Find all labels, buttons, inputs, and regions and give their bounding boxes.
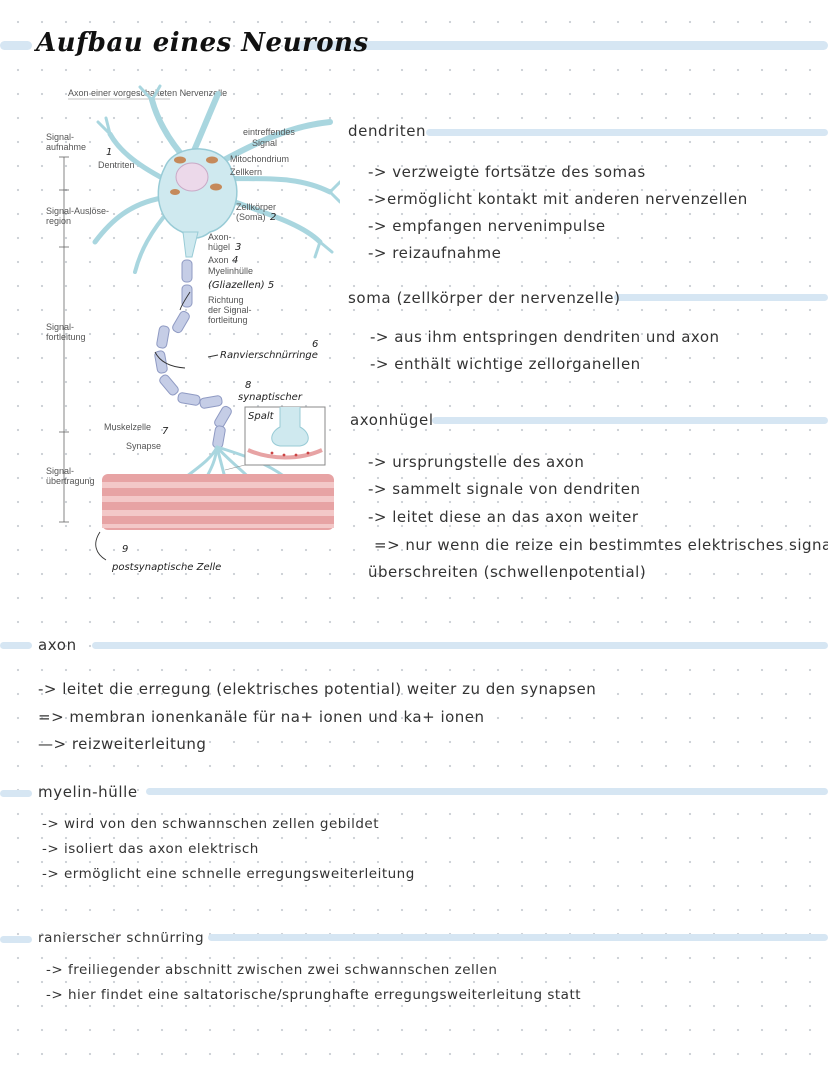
axonhuegel-line: -> leitet diese an das axon weiter: [368, 508, 639, 526]
label-mitochondrium: Mitochondrium: [230, 154, 289, 164]
label-axon-huegel-2: hügel: [208, 242, 230, 252]
hand-ranvier: Ranvierschnürringe: [220, 350, 318, 361]
ranvier-highlight-right: [208, 934, 828, 941]
axonhuegel-highlight: [432, 417, 828, 424]
axonhuegel-line: => nur wenn die reize ein bestimmtes ele…: [374, 536, 828, 554]
mitochondrium-3: [210, 183, 222, 191]
hand-7: 7: [162, 426, 169, 437]
axon-highlight-left: [0, 642, 32, 649]
axon-heading: axon: [38, 636, 77, 654]
soma-highlight: [614, 294, 828, 301]
axonhuegel-line: überschreiten (schwellenpotential): [368, 563, 647, 581]
hand-1: 1: [106, 147, 112, 158]
label-zellkoerper: Zellkörper: [236, 202, 276, 212]
label-soma: (Soma): [236, 212, 266, 222]
myelin-highlight-right: [146, 788, 828, 795]
label-signal: Signal: [252, 138, 277, 148]
label-der-signal: der Signal-: [208, 305, 252, 315]
soma-line: -> enthält wichtige zellorganellen: [370, 355, 641, 373]
muscle-cell: [102, 474, 334, 530]
label-axon: Axon: [208, 255, 229, 265]
left-label-1b: aufnahme: [46, 142, 86, 152]
hand-spalt: Spalt: [248, 411, 275, 422]
label-fortleitung: fortleitung: [208, 315, 248, 325]
label-axon-huegel-1: Axon-: [208, 232, 232, 242]
title-highlight-left: [0, 41, 32, 50]
left-label-2b: region: [46, 216, 71, 226]
axon-line: —> reizweiterleitung: [38, 735, 207, 753]
left-scale: [59, 156, 69, 523]
label-muskelzelle: Muskelzelle: [104, 422, 151, 432]
label-zellkern: Zellkern: [230, 167, 262, 177]
left-label-3b: fortleitung: [46, 332, 86, 342]
dendriten-line: -> empfangen nervenimpulse: [368, 217, 606, 235]
ranvier-heading: ranierscher schnürring: [38, 930, 205, 946]
mitochondrium-2: [206, 156, 218, 164]
mitochondrium-1: [174, 156, 186, 164]
neuron-diagram: Axon einer vorgeschalteten Nervenzelle S…: [46, 84, 340, 573]
axon-line: -> leitet die erregung (elektrisches pot…: [38, 680, 597, 698]
label-myelinhuelle: Myelinhülle: [208, 266, 253, 276]
myelin-line: -> ermöglicht eine schnelle erregungswei…: [42, 866, 415, 882]
myelin-line: -> isoliert das axon elektrisch: [42, 841, 259, 857]
left-label-1a: Signal-: [46, 132, 74, 142]
axonhuegel-line: -> ursprungstelle des axon: [368, 453, 585, 471]
hand-3: 3: [235, 242, 241, 253]
dendriten-line: -> verzweigte fortsätze des somas: [368, 163, 646, 181]
axon-line: => membran ionenkanäle für na+ ionen und…: [38, 708, 485, 726]
hand-4: 4: [232, 255, 238, 266]
title-highlight-right: [296, 41, 828, 50]
soma-line: -> aus ihm entspringen dendriten und axo…: [370, 328, 720, 346]
soma-heading: soma (zellkörper der nervenzelle): [348, 289, 621, 307]
left-label-4a: Signal-: [46, 466, 74, 476]
label-dentriten: Dentriten: [98, 160, 135, 170]
label-richtung: Richtung: [208, 295, 244, 305]
mitochondrium-4: [170, 189, 180, 195]
label-synapse: Synapse: [126, 441, 161, 451]
dendriten-line: -> reizaufnahme: [368, 244, 502, 262]
dendriten-line: ->ermöglicht kontakt mit anderen nervenz…: [368, 190, 748, 208]
myelinated-axon: [154, 259, 232, 449]
hand-postsyn: postsynaptische Zelle: [111, 562, 221, 573]
dendriten-heading: dendriten: [348, 122, 427, 140]
ranvier-highlight-left: [0, 936, 32, 943]
hand-8: 8: [245, 380, 251, 391]
myelin-heading: myelin-hülle: [38, 783, 138, 801]
axonhuegel-line: -> sammelt signale von dendriten: [368, 480, 641, 498]
synapse-inset: [224, 406, 326, 471]
axon-hillock: [182, 231, 199, 258]
axonhuegel-heading: axonhügel: [350, 411, 434, 429]
ranvier-line: -> hier findet eine saltatorische/sprung…: [46, 987, 582, 1003]
page-title: Aufbau eines Neurons: [36, 28, 369, 58]
hand-glia: (Gliazellen) 5: [208, 280, 274, 291]
dendriten-highlight: [426, 129, 828, 136]
hand-9: 9: [122, 544, 128, 555]
axon-highlight-right: [92, 642, 828, 649]
ranvier-line: -> freiliegender abschnitt zwischen zwei…: [46, 962, 498, 978]
left-label-3a: Signal-: [46, 322, 74, 332]
left-label-4b: übertragung: [46, 476, 95, 486]
hand-2: 2: [270, 212, 276, 223]
pointer-arrows: [95, 291, 219, 561]
soma-body: [157, 148, 238, 239]
label-eintreffendes: eintreffendes: [243, 127, 295, 137]
myelin-highlight-left: [0, 790, 32, 797]
myelin-line: -> wird von den schwannschen zellen gebi…: [42, 816, 380, 832]
hand-6: 6: [312, 339, 318, 350]
nucleus: [175, 162, 209, 192]
left-label-2a: Signal-Auslöse-: [46, 206, 109, 216]
hand-synaptischer: synaptischer: [238, 392, 303, 403]
